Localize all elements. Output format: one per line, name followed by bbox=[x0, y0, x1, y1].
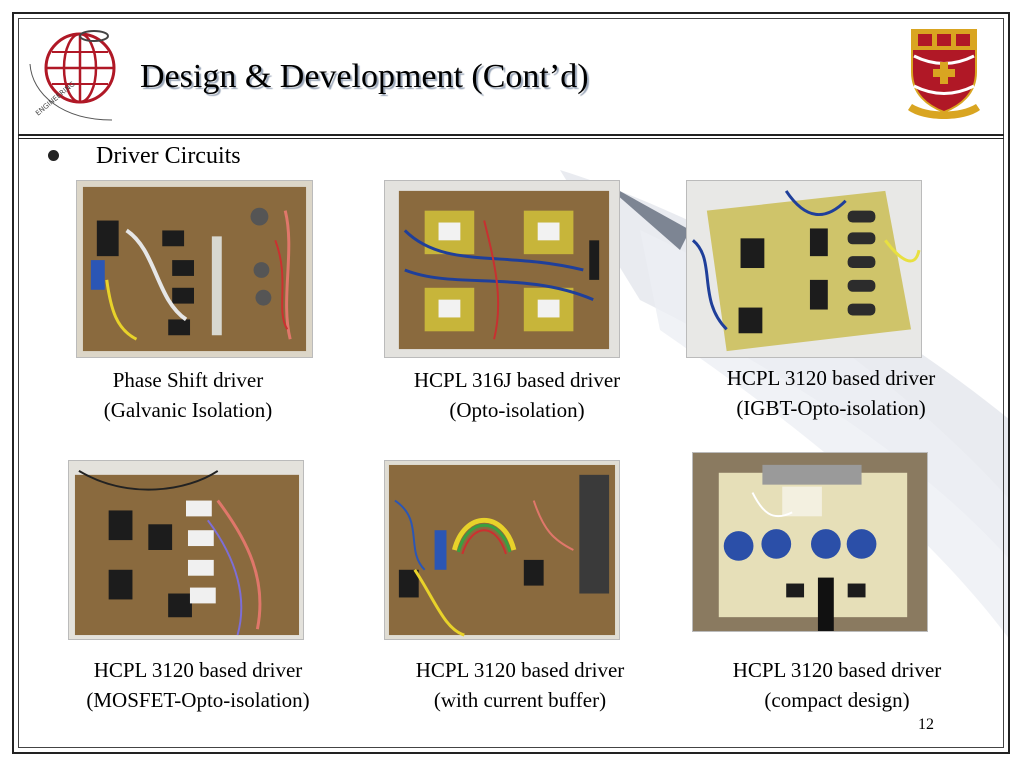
caption-hcpl-3120-compact-driver: HCPL 3120 based driver (compact design) bbox=[690, 655, 984, 715]
photo-hcpl-3120-current-buffer-driver bbox=[384, 460, 620, 640]
slide-inner-border bbox=[18, 18, 1004, 748]
bullet-driver-circuits: Driver Circuits bbox=[96, 143, 241, 169]
circuit-board-photo-icon bbox=[687, 181, 921, 357]
photo-hcpl-316j-driver bbox=[384, 180, 620, 358]
caption-line-2: (Galvanic Isolation) bbox=[103, 398, 273, 422]
caption-line-1: HCPL 3120 based driver bbox=[415, 658, 625, 682]
caption-line-2: (with current buffer) bbox=[433, 688, 607, 712]
caption-hcpl-3120-current-buffer-driver: HCPL 3120 based driver (with current buf… bbox=[372, 655, 668, 715]
caption-line-1: Phase Shift driver bbox=[112, 368, 264, 392]
engineering-globe-logo-icon: ENGINEERING bbox=[29, 30, 116, 121]
circuit-board-photo-icon bbox=[385, 181, 619, 357]
caption-line-2: (compact design) bbox=[764, 688, 910, 712]
caption-hcpl-316j-driver: HCPL 316J based driver (Opto-isolation) bbox=[372, 365, 662, 425]
engineering-logo: ENGINEERING bbox=[22, 24, 126, 128]
caption-hcpl-3120-igbt-driver: HCPL 3120 based driver (IGBT-Opto-isolat… bbox=[686, 363, 976, 423]
caption-hcpl-3120-mosfet-driver: HCPL 3120 based driver (MOSFET-Opto-isol… bbox=[48, 655, 348, 715]
svg-text:ENGINEERING: ENGINEERING bbox=[34, 80, 77, 118]
caption-line-2: (IGBT-Opto-isolation) bbox=[736, 396, 926, 420]
caption-phase-shift-driver: Phase Shift driver (Galvanic Isolation) bbox=[58, 365, 318, 425]
photo-hcpl-3120-mosfet-driver bbox=[68, 460, 304, 640]
slide-outer-border bbox=[12, 12, 1010, 754]
university-crest bbox=[904, 26, 984, 124]
caption-line-1: HCPL 3120 based driver bbox=[93, 658, 303, 682]
circuit-board-photo-icon bbox=[385, 461, 619, 639]
bullet-dot-icon bbox=[48, 150, 59, 161]
photo-hcpl-3120-compact-driver bbox=[692, 452, 928, 632]
caption-line-1: HCPL 316J based driver bbox=[413, 368, 621, 392]
caption-line-1: HCPL 3120 based driver bbox=[726, 366, 936, 390]
title-divider-thin bbox=[18, 138, 1004, 139]
circuit-board-photo-icon bbox=[77, 181, 312, 357]
slide-title: Design & Development (Cont’d) bbox=[140, 58, 589, 95]
photo-phase-shift-driver bbox=[76, 180, 313, 358]
caption-line-1: HCPL 3120 based driver bbox=[732, 658, 942, 682]
circuit-board-photo-icon bbox=[69, 461, 303, 639]
university-crest-icon bbox=[908, 29, 980, 119]
caption-line-2: (MOSFET-Opto-isolation) bbox=[86, 688, 310, 712]
photo-hcpl-3120-igbt-driver bbox=[686, 180, 922, 358]
caption-line-2: (Opto-isolation) bbox=[449, 398, 585, 422]
circuit-board-photo-icon bbox=[693, 453, 927, 631]
title-divider bbox=[18, 134, 1004, 136]
page-number: 12 bbox=[918, 716, 934, 733]
